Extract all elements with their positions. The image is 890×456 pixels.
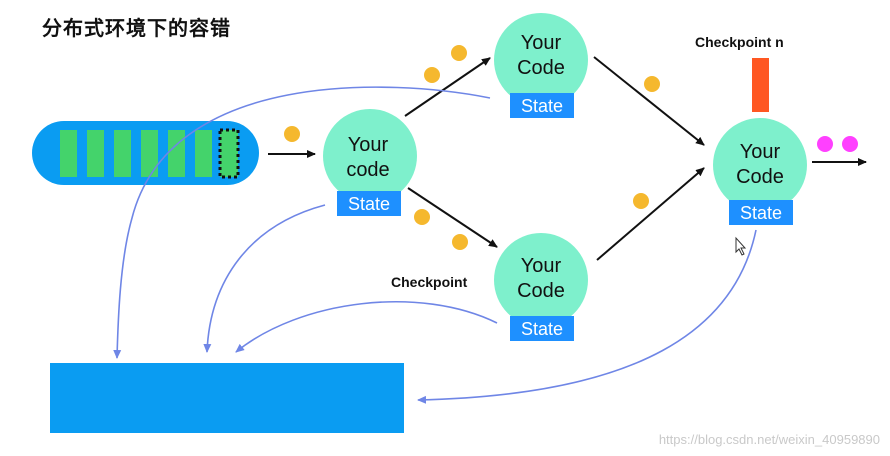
snapshot-arrow: [235, 300, 498, 353]
mouse-cursor-icon: [735, 236, 747, 256]
snapshot-arrow: [113, 86, 491, 359]
node-line1: Your: [740, 141, 781, 163]
node-line2: code: [346, 159, 389, 181]
node-line1: Your: [348, 134, 389, 156]
node-line1: Your: [521, 32, 562, 54]
state-box: [729, 200, 793, 225]
input-queue: [32, 121, 259, 185]
event-dot: [424, 67, 440, 83]
flow-arrow: [407, 187, 498, 248]
node-line1: Your: [521, 255, 562, 277]
operator-node-upper: Your Code State: [494, 13, 588, 118]
checkpoint-n-label: Checkpoint n: [695, 34, 784, 50]
checkpoint-label: Checkpoint: [391, 274, 468, 290]
operator-node-sink: Your Code State: [713, 118, 807, 225]
state-box: [337, 191, 401, 216]
event-dot: [644, 76, 660, 92]
checkpoint-storage: [50, 363, 404, 433]
snapshot-arrow: [417, 229, 757, 404]
state-box: [510, 93, 574, 118]
node-line2: Code: [736, 166, 784, 188]
event-dot: [452, 234, 468, 250]
event-dot: [633, 193, 649, 209]
event-dot: [284, 126, 300, 142]
checkpoint-n-bar: [752, 58, 769, 112]
queue-checkpoint-marker: [218, 128, 240, 179]
queue-item: [195, 130, 212, 177]
state-label: State: [740, 203, 782, 223]
watermark: https://blog.csdn.net/weixin_40959890: [658, 432, 880, 447]
snapshot-arrow: [203, 204, 326, 353]
state-label: State: [521, 319, 563, 339]
queue-item: [114, 130, 131, 177]
queue-item: [168, 130, 185, 177]
operator-node-source: Your code State: [323, 109, 417, 216]
queue-item: [87, 130, 104, 177]
event-dot: [451, 45, 467, 61]
event-dot: [414, 209, 430, 225]
flow-arrow: [596, 167, 705, 261]
queue-item: [60, 130, 77, 177]
queue-item: [141, 130, 158, 177]
flow-arrow: [404, 57, 491, 117]
page-title: 分布式环境下的容错: [42, 16, 231, 40]
output-dot: [817, 136, 833, 152]
state-box: [510, 316, 574, 341]
node-line2: Code: [517, 280, 565, 302]
state-label: State: [348, 194, 390, 214]
event-dots: [284, 45, 660, 250]
operator-node-lower: Your Code State: [494, 233, 588, 341]
output-dot: [842, 136, 858, 152]
node-line2: Code: [517, 57, 565, 79]
state-label: State: [521, 96, 563, 116]
flow-arrow: [593, 56, 705, 146]
